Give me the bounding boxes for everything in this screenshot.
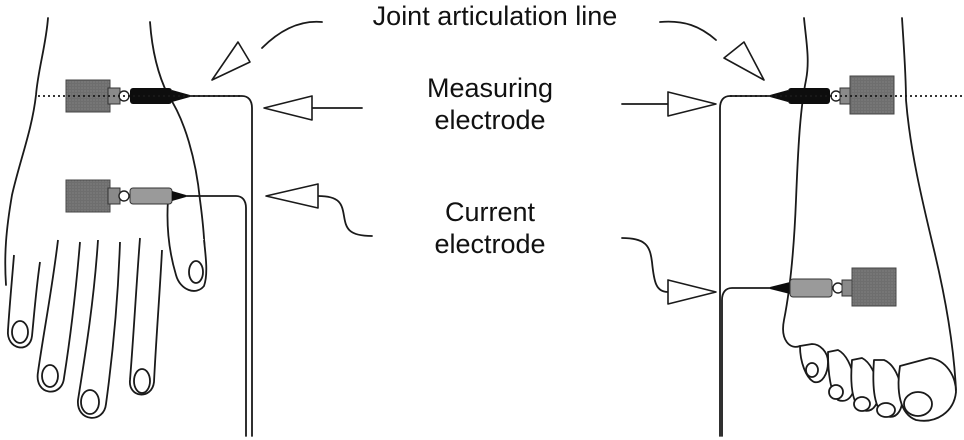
joint-articulation-line-label: Joint articulation line (372, 1, 618, 31)
left-current-electrode (65, 179, 186, 213)
current-electrode-label-line2: electrode (434, 229, 546, 259)
measuring-arrowhead-left (263, 95, 313, 121)
hand-outline (4, 17, 208, 419)
current-leader-right (621, 237, 669, 293)
measuring-electrode-label: Measuring electrode (385, 72, 595, 136)
joint-line-arrowhead-left (211, 41, 251, 81)
measuring-arrowhead-right (667, 91, 717, 117)
right-current-cable (721, 287, 771, 437)
right-current-electrode (770, 267, 897, 307)
right-measuring-electrode (770, 75, 895, 115)
current-arrowhead-right (667, 279, 717, 305)
joint-line-leader-right (659, 20, 717, 41)
current-arrowhead-left (265, 183, 319, 209)
foot-outline (782, 17, 957, 422)
left-measuring-cable (189, 95, 253, 437)
measuring-electrode-label-line1: Measuring (426, 73, 554, 103)
left-current-cable (185, 195, 247, 437)
right-measuring-cable (719, 95, 771, 437)
joint-line-leader-left (261, 20, 323, 49)
current-electrode-label-line1: Current (444, 197, 536, 227)
current-electrode-label: Current electrode (385, 196, 595, 260)
current-leader-left (317, 195, 373, 237)
measuring-electrode-label-line2: electrode (434, 105, 546, 135)
joint-line-arrowhead-right (723, 41, 765, 81)
